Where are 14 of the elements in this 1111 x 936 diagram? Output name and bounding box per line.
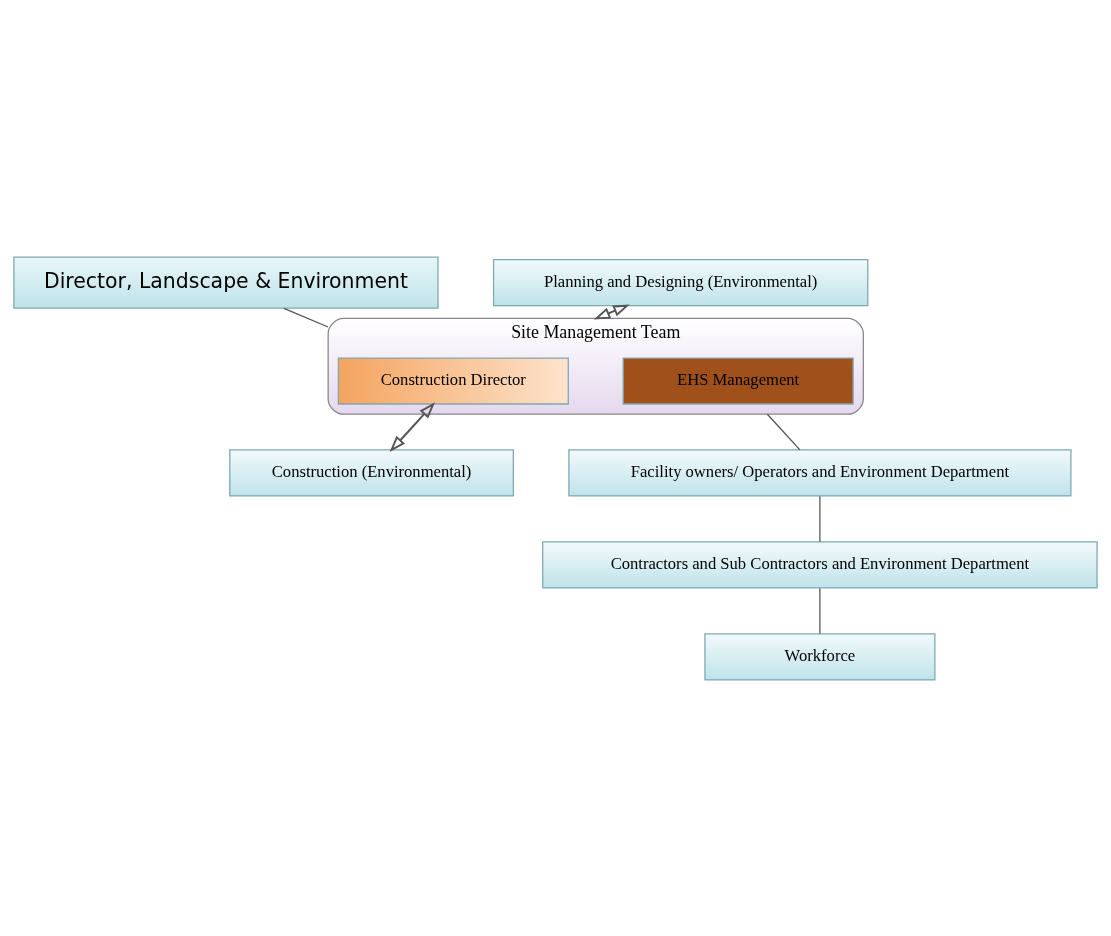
node-box: Director, Landscape & Environment [13,255,439,309]
arrow [389,401,436,452]
connector [766,413,801,450]
node-box: Planning and Designing (Environmental) [492,258,869,306]
arrow [593,304,630,320]
node-box: Construction Director [337,356,569,405]
connector [819,587,821,634]
node-box: Construction (Environmental) [229,448,514,497]
connector [819,495,821,542]
node-box: EHS Management [622,356,854,405]
connector [283,307,329,328]
node-box: Contractors and Sub Contractors and Environment Department [542,540,1098,589]
node-box: Facility owners/ Operators and Environment Department [568,448,1072,497]
node-box: Workforce [704,632,936,681]
